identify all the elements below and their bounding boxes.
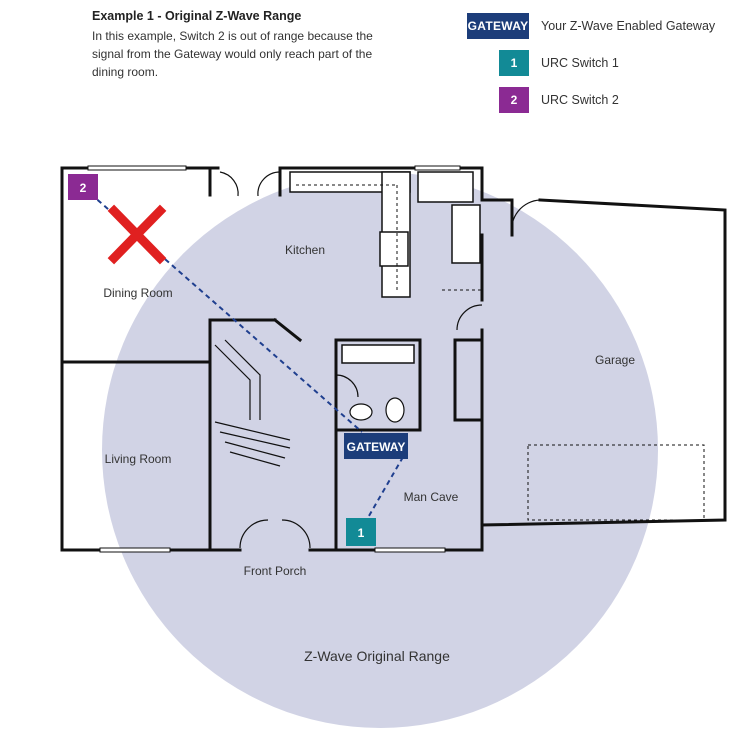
link-gateway-to-switch1 [361, 456, 404, 529]
out-of-range-x-icon [107, 204, 167, 265]
counter-dashes [296, 184, 705, 521]
switch1-marker-label: 1 [358, 526, 365, 540]
gateway-marker-label: GATEWAY [347, 440, 406, 454]
kitchen-counters [289, 171, 481, 364]
gateway-legend-badge: GATEWAY [467, 13, 529, 39]
switch1-marker [346, 518, 376, 546]
legend-switch2: 2 URC Switch 2 [499, 87, 619, 113]
range-label: Z-Wave Original Range [304, 648, 450, 664]
windows [87, 165, 461, 553]
signal-links [83, 187, 404, 529]
room-label-garage: Garage [595, 353, 635, 367]
doors [219, 171, 541, 549]
switch1-legend-text: URC Switch 1 [541, 56, 619, 70]
diagram-title: Example 1 - Original Z-Wave Range [92, 9, 302, 23]
room-label-living-room: Living Room [105, 452, 172, 466]
switch2-marker [68, 174, 98, 200]
link-gateway-to-switch2 [83, 187, 363, 433]
bathroom-fixtures [349, 397, 405, 423]
diagram-description: In this example, Switch 2 is out of rang… [92, 29, 373, 79]
legend-gateway: GATEWAY Your Z-Wave Enabled Gateway [467, 13, 715, 39]
switch2-legend-text: URC Switch 2 [541, 93, 619, 107]
switch1-legend-badge: 1 [499, 50, 529, 76]
switch2-marker-label: 2 [80, 181, 87, 195]
stairs [214, 339, 291, 467]
gateway-marker [344, 433, 408, 459]
room-label-dining-room: Dining Room [103, 286, 172, 300]
legend-switch1: 1 URC Switch 1 [499, 50, 619, 76]
room-label-kitchen: Kitchen [285, 243, 325, 257]
room-label-man-cave: Man Cave [404, 490, 459, 504]
gateway-legend-text: Your Z-Wave Enabled Gateway [541, 19, 716, 33]
switch2-legend-badge: 2 [499, 87, 529, 113]
room-label-front-porch: Front Porch [244, 564, 307, 578]
